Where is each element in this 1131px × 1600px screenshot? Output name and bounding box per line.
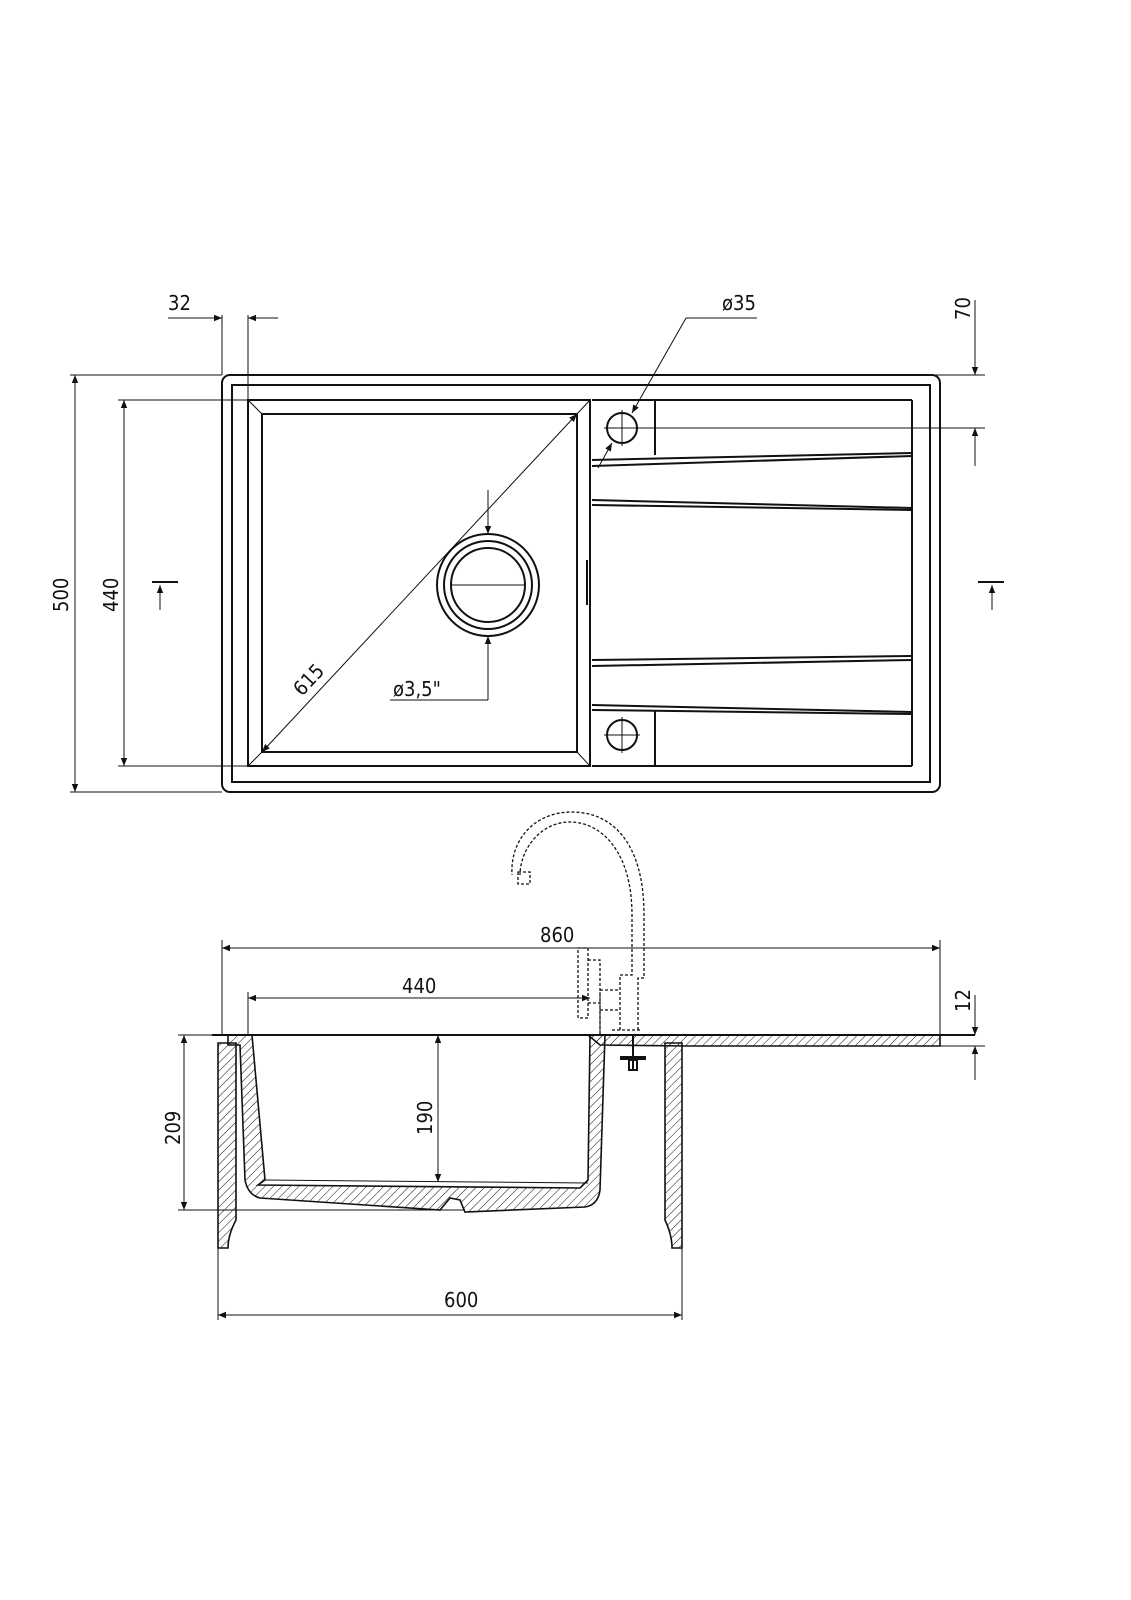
dim-bowl-height-label: 190 xyxy=(413,1101,437,1135)
faucet-icon xyxy=(511,811,645,1035)
tap-hole-icon xyxy=(604,410,640,446)
cabinet-wall-left xyxy=(217,1042,237,1249)
dim-bowl-width-label: 440 xyxy=(402,974,436,998)
dim-bowl-depth-label: 440 xyxy=(99,578,123,612)
top-view: 32 ø35 70 500 440 615 ø3,5" xyxy=(49,291,1004,793)
drainer xyxy=(591,399,913,767)
sink-rim-inner xyxy=(231,384,931,783)
dim-diagonal-label: 615 xyxy=(288,659,329,700)
drain-icon xyxy=(436,533,540,637)
dim-drain-label: ø3,5" xyxy=(393,677,441,701)
tap-fixing-icon xyxy=(620,1035,646,1071)
bowl-section xyxy=(227,1034,606,1213)
dim-tap-hole-label: ø35 xyxy=(722,291,756,315)
dim-thickness-label: 12 xyxy=(951,989,975,1012)
dim-tap-offset-label: 70 xyxy=(951,297,975,320)
drainer-section xyxy=(585,1034,941,1047)
section-view: 860 440 12 209 190 600 xyxy=(161,811,985,1320)
bowl-outline xyxy=(247,399,591,767)
dim-cabinet-label: 600 xyxy=(444,1288,478,1312)
dim-total-length-label: 860 xyxy=(540,923,574,947)
tap-hole-icon xyxy=(604,717,640,753)
dim-total-height-label: 209 xyxy=(161,1111,185,1145)
sink-outline xyxy=(221,374,941,793)
dim-total-depth-label: 500 xyxy=(49,578,73,612)
cabinet-wall-right xyxy=(664,1042,683,1249)
dim-rim-label: 32 xyxy=(168,291,191,315)
